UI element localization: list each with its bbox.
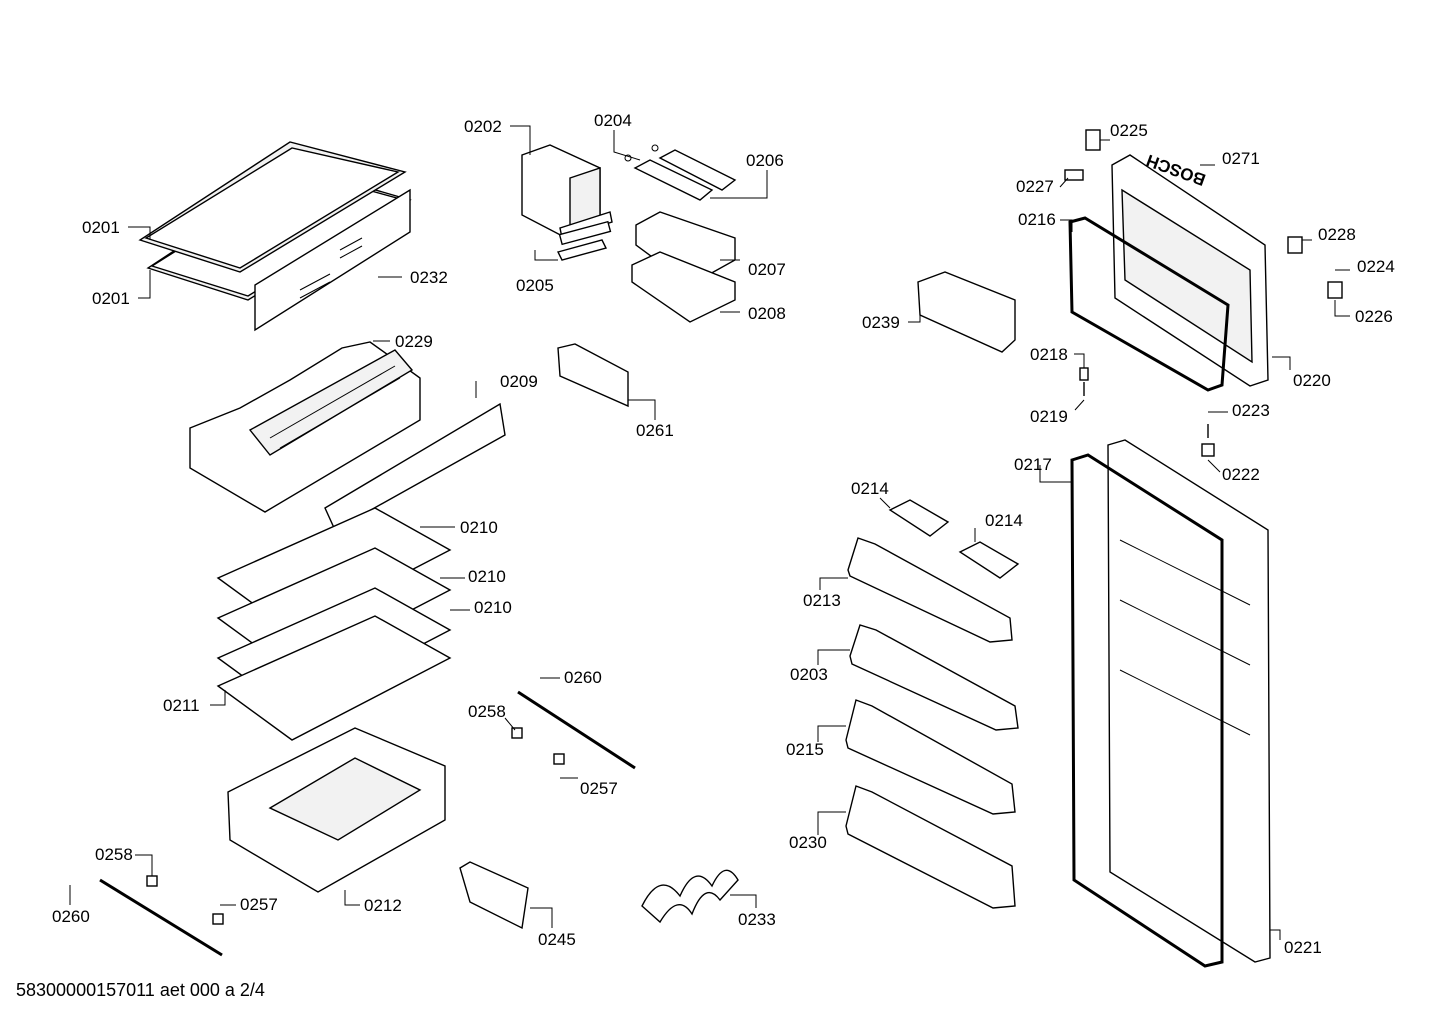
ice-tray-drawing [624, 144, 737, 201]
hinge-drawing [1085, 129, 1101, 151]
cap-drawing [1064, 169, 1084, 181]
callout-label: 0211 [163, 696, 200, 715]
bushing-drawing [1079, 367, 1089, 381]
callout-label: 0222 [1222, 465, 1260, 484]
rail-drawing [517, 690, 636, 770]
callout-label: 0245 [538, 930, 576, 949]
clip-drawing-4 [212, 913, 224, 925]
callout-label: 0232 [410, 268, 448, 287]
callout-label: 0218 [1030, 345, 1068, 364]
clip-drawing [511, 727, 523, 739]
fridge-door-drawing [1070, 439, 1271, 968]
callout-label: 0233 [738, 910, 776, 929]
callout-label: 0227 [1016, 177, 1054, 196]
callout-label: 0228 [1318, 225, 1356, 244]
freezer-drawer-drawing [189, 341, 421, 513]
callout-label: 0201 [92, 289, 130, 308]
callout-label: 0214 [985, 511, 1023, 530]
callout-label: 0214 [851, 479, 889, 498]
callout-label: 0202 [464, 117, 502, 136]
rack-drawing [641, 869, 739, 924]
callout-label: 0216 [1018, 210, 1056, 229]
callout-label: 0207 [748, 260, 786, 279]
callout-label: 0203 [790, 665, 828, 684]
callout-label: 0210 [460, 518, 498, 537]
callout-label: 0210 [468, 567, 506, 586]
callout-label: 0220 [1293, 371, 1331, 390]
callout-label: 0224 [1357, 257, 1395, 276]
freezer-door-drawing [1111, 154, 1269, 387]
callout-labels: 0201 0201 0232 0202 0204 0206 0205 0207 … [52, 111, 1395, 957]
callout-label: 0229 [395, 332, 433, 351]
cover-strip-drawing [556, 239, 608, 261]
callout-label: 0208 [748, 304, 786, 323]
hinge-cap-drawing [1287, 236, 1303, 254]
callout-label: 0225 [1110, 121, 1148, 140]
callout-label: 0261 [636, 421, 674, 440]
glass-shelf-drawing [216, 507, 452, 741]
callout-label: 0239 [862, 313, 900, 332]
callout-label: 0213 [803, 591, 841, 610]
callout-label: 0217 [1014, 455, 1052, 474]
callout-label: 0260 [52, 907, 90, 926]
block-drawing [1201, 443, 1215, 457]
callout-label: 0221 [1284, 938, 1322, 957]
cover-panel-drawing [557, 343, 629, 408]
callout-label: 0271 [1222, 149, 1260, 168]
bottle-holder-drawing [459, 861, 529, 930]
egg-tray-drawing [888, 499, 950, 537]
clip-drawing-2 [553, 753, 565, 765]
ice-maker-housing-drawing [521, 144, 613, 246]
callout-label: 0258 [468, 702, 506, 721]
bracket-drawing [1327, 281, 1343, 299]
callout-label: 0257 [580, 779, 618, 798]
callout-label: 0209 [500, 372, 538, 391]
callout-label: 0257 [240, 895, 278, 914]
crisper-drawer-drawing [227, 727, 446, 893]
callout-label: 0210 [474, 598, 512, 617]
clip-drawing-3 [146, 875, 158, 887]
callout-label: 0201 [82, 218, 120, 237]
cover-strip-long-drawing [324, 402, 506, 531]
callout-label: 0205 [516, 276, 554, 295]
callout-label: 0219 [1030, 407, 1068, 426]
door-shelf-drawing [845, 537, 1019, 909]
egg-tray-drawing-2 [958, 541, 1020, 579]
wire-shelf-drawing [138, 141, 412, 332]
callout-label: 0260 [564, 668, 602, 687]
callout-label: 0212 [364, 896, 402, 915]
rail-drawing-left [99, 878, 223, 957]
ice-bin-drawing [631, 211, 736, 323]
callout-label: 0223 [1232, 401, 1270, 420]
leader-lines [69, 125, 1350, 940]
callout-label: 0230 [789, 833, 827, 852]
door-bin-small-drawing [917, 271, 1016, 353]
callout-label: 0206 [746, 151, 784, 170]
callout-label: 0258 [95, 845, 133, 864]
callout-label: 0215 [786, 740, 824, 759]
drawing-code: 58300000157011 aet 000 a 2/4 [16, 980, 265, 1000]
door-gasket-drawing [1068, 216, 1230, 392]
callout-label: 0226 [1355, 307, 1393, 326]
callout-label: 0204 [594, 111, 632, 130]
